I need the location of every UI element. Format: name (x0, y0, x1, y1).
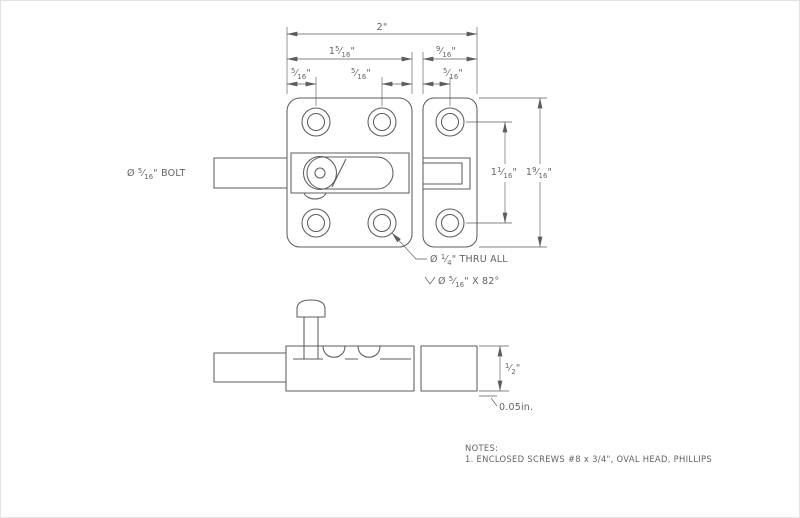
plan-screw-hole-countersink (435, 107, 465, 137)
hole-callout-thru: Ø 1⁄4" THRU ALL (430, 253, 508, 267)
dim-plate-width: 15⁄16" (329, 45, 355, 59)
dim-gap: 0.05in. (499, 402, 533, 413)
plan-keeper-outline (422, 97, 478, 248)
countersink-icon (424, 276, 436, 285)
plan-bolt-channel (290, 152, 410, 194)
plan-knob-base (302, 155, 338, 191)
plan-slide-handle (306, 156, 394, 190)
plan-view (213, 97, 478, 248)
dim-hole-inset-right: 5⁄16" (351, 67, 371, 81)
hole-callout-countersink: Ø 5⁄16" X 82° (438, 275, 499, 289)
side-slot-notch (322, 345, 346, 358)
plan-detent-notch (303, 192, 327, 200)
dim-keeper-width: 9⁄16" (436, 45, 456, 59)
side-keeper-outline (420, 345, 478, 392)
plan-keeper-slot-inner (423, 162, 463, 185)
dim-plate-height: 19⁄16" (526, 166, 552, 180)
plan-bolt-rod (213, 157, 287, 189)
dim-overall-width: 2" (377, 22, 388, 33)
hole-callout-leader (391, 232, 427, 260)
bolt-diameter-callout: Ø 5⁄16" BOLT (127, 167, 186, 181)
plan-screw-hole-thru (372, 213, 392, 233)
plan-screw-hole-countersink (301, 208, 331, 238)
dim-side-height: 1⁄2" (505, 362, 520, 376)
side-knob-head (296, 299, 326, 318)
plan-keeper-slot-outer (423, 157, 471, 190)
notes-title: NOTES: (465, 443, 498, 453)
plan-plate-outline (286, 97, 413, 248)
dim-hole-inset-left: 5⁄16" (291, 67, 311, 81)
plan-handle-edge (331, 158, 347, 188)
side-slot-notch (357, 345, 381, 358)
plan-screw-hole-countersink (367, 107, 397, 137)
side-view (213, 299, 478, 392)
side-knob-stem-in-slot (303, 346, 319, 359)
plan-screw-hole-thru (372, 112, 392, 132)
plan-screw-hole-countersink (435, 208, 465, 238)
gap-leader (490, 397, 498, 407)
plan-screw-hole-thru (440, 112, 460, 132)
plan-screw-hole-thru (306, 112, 326, 132)
note-item-1: 1. ENCLOSED SCREWS #8 x 3/4", OVAL HEAD,… (465, 454, 712, 464)
side-dimensions (479, 345, 509, 407)
plan-screw-hole-thru (440, 213, 460, 233)
plan-screw-hole-thru (306, 213, 326, 233)
plan-screw-hole-countersink (301, 107, 331, 137)
side-bolt-rod (213, 352, 286, 383)
plan-knob-stem (314, 167, 326, 179)
side-body-outline (285, 345, 415, 392)
plan-screw-hole-countersink (367, 208, 397, 238)
dim-hole-row-spacing: 11⁄16" (491, 166, 517, 180)
dim-keeper-hole-inset: 5⁄16" (443, 67, 463, 81)
plan-dimensions (286, 27, 547, 285)
